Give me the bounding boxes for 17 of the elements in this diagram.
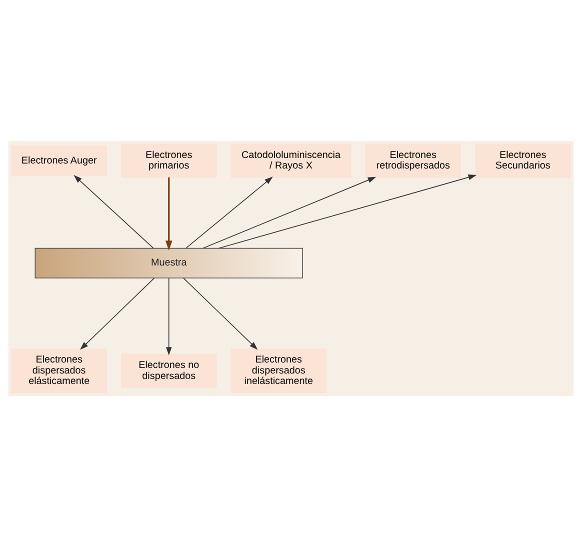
arrow (80, 278, 155, 350)
arrow (218, 174, 477, 249)
node-box: Catodololuminiscencia / Rayos X (230, 144, 352, 178)
arrow (186, 176, 273, 248)
node-box: Electrones Auger (11, 146, 107, 176)
arrow (183, 278, 258, 350)
node-box: Electrones no dispersados (121, 354, 217, 388)
node-box: Muestra (34, 248, 303, 278)
node-box: Electrones dispersados elásticamente (11, 348, 107, 394)
arrow (202, 176, 376, 249)
arrow (166, 278, 172, 356)
node-box: Electrones retrodispersados (365, 144, 461, 178)
node-box: Electrones Secundarios (475, 144, 571, 178)
node-box: Electrones dispersados inelásticamente (230, 348, 326, 394)
arrow (165, 177, 172, 250)
arrow (74, 175, 154, 249)
node-box: Electrones primarios (121, 144, 217, 178)
